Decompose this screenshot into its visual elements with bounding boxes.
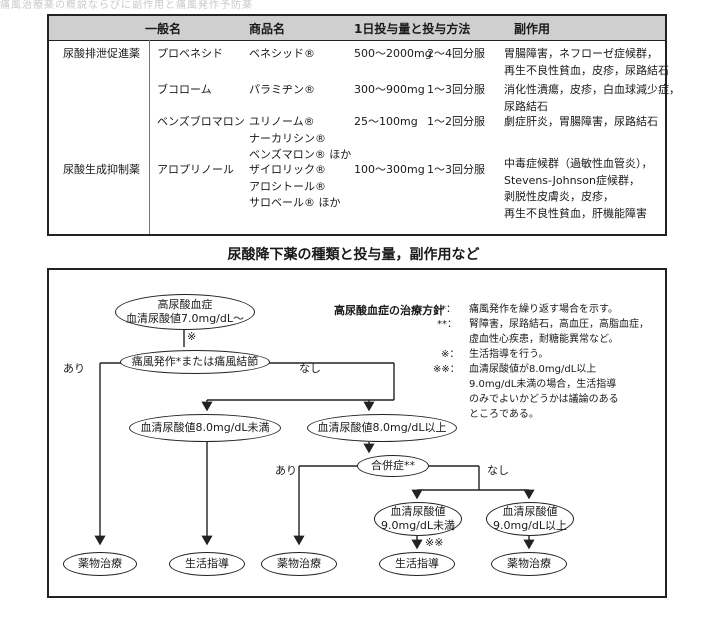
note-mark: ※※： [433, 364, 460, 375]
drug-therapy-node: 薬物治療 [261, 552, 337, 576]
complication-node: 合併症** [357, 455, 429, 477]
category-synthesis: 尿酸生成抑制薬 [63, 163, 140, 176]
generic-name: ブコローム [157, 83, 212, 96]
header-side-effects: 副作用 [514, 22, 551, 36]
side-effects: 劇症肝炎，胃腸障害，尿路結石 [504, 115, 658, 128]
brand-name: ザイロリック®アロシトール®サロベール® ほか [249, 163, 341, 209]
category-excretion: 尿酸排泄促進薬 [63, 47, 140, 60]
header-generic: 一般名 [145, 22, 182, 36]
method: 1〜3回分服 [427, 163, 485, 176]
double-mark: ※※ [425, 536, 444, 549]
below8-node: 血清尿酸値8.0mg/dL未満 [129, 414, 281, 442]
no-label: なし [487, 464, 509, 477]
header-dose: 1日投与量と投与方法 [354, 22, 471, 36]
lifestyle-node: 生活指導 [169, 552, 245, 576]
flow-connectors [94, 325, 535, 550]
brand-name: パラミヂン® [249, 83, 315, 96]
gout-decision-node: 痛風発作*または痛風結節 [120, 350, 270, 374]
above8-node: 血清尿酸値8.0mg/dL以上 [307, 414, 457, 442]
note-text: ところである。 [469, 409, 539, 420]
method: 1〜2回分服 [427, 115, 485, 128]
note-mark: **： [437, 319, 457, 330]
drug-table: 一般名 商品名 1日投与量と投与方法 副作用 尿酸排泄促進薬 尿酸生成抑制薬 プ… [47, 14, 680, 236]
method: 1〜3回分服 [427, 83, 485, 96]
treatment-flowchart: 高尿酸血症血清尿酸値7.0mg/dL〜 ※ 痛風発作*または痛風結節 あり なし… [47, 268, 667, 598]
note-text: 生活指導を行う。 [469, 349, 549, 360]
header-brand: 商品名 [249, 22, 286, 36]
brand-name: ベネシッド® [249, 47, 315, 60]
dose: 300〜900mg [354, 83, 425, 96]
flow-title: 高尿酸血症の治療方針 [334, 304, 444, 317]
note-text: 痛風発作を繰り返す場合を示す。 [469, 304, 618, 315]
drug-therapy-node: 薬物治療 [63, 552, 137, 576]
drug-therapy-node: 薬物治療 [491, 552, 567, 576]
brand-name: ユリノーム®ナーカリシン®ベンズマロン® ほか [249, 115, 352, 161]
generic-name: ベンズブロマロン [157, 115, 245, 128]
generic-name: プロベネシド [157, 47, 223, 60]
generic-name: アロプリノール [157, 163, 234, 176]
note-mark: ※： [441, 349, 460, 360]
dose: 25〜100mg [354, 115, 418, 128]
note-text: 虚血性心疾患，耐糖能異常など。 [469, 334, 619, 345]
lifestyle-node: 生活指導 [379, 552, 455, 576]
side-effects: 胃腸障害，ネフローゼ症候群，再生不良性貧血，皮疹，尿路結石 [504, 47, 669, 77]
note-text: 9.0mg/dL未満の場合，生活指導 [469, 379, 617, 390]
side-effects: 中毒症候群（過敏性血管炎），Stevens-Johnson症候群， 剥脱性皮膚炎… [504, 157, 653, 220]
method: 2〜4回分服 [427, 47, 485, 60]
note-text: 血清尿酸値が8.0mg/dL以上 [469, 364, 597, 375]
start-node: 高尿酸血症血清尿酸値7.0mg/dL〜 [115, 294, 255, 330]
start-mark: ※ [187, 330, 197, 343]
dose: 100〜300mg [354, 163, 425, 176]
note-text: 腎障害，尿路結石，高血圧，高脂血症， [469, 319, 649, 330]
no-label: なし [299, 362, 321, 375]
yes-label: あり [63, 362, 85, 375]
side-effects: 消化性潰瘍，皮疹，白血球減少症，尿路結石 [504, 83, 680, 113]
note-text: のみでよいかどうかは議論のある [469, 394, 619, 405]
header-band: 痛風治療薬の概説ならびに副作用と痛風発作予防薬 [0, 0, 253, 11]
yes-label: あり [275, 464, 297, 477]
note-mark: *： [441, 304, 456, 315]
table-header: 一般名 商品名 1日投与量と投与方法 副作用 [49, 16, 665, 41]
table-divider [149, 40, 150, 234]
dose: 500〜2000mg [354, 47, 432, 60]
table-caption: 尿酸降下薬の種類と投与量，副作用など [227, 247, 480, 263]
